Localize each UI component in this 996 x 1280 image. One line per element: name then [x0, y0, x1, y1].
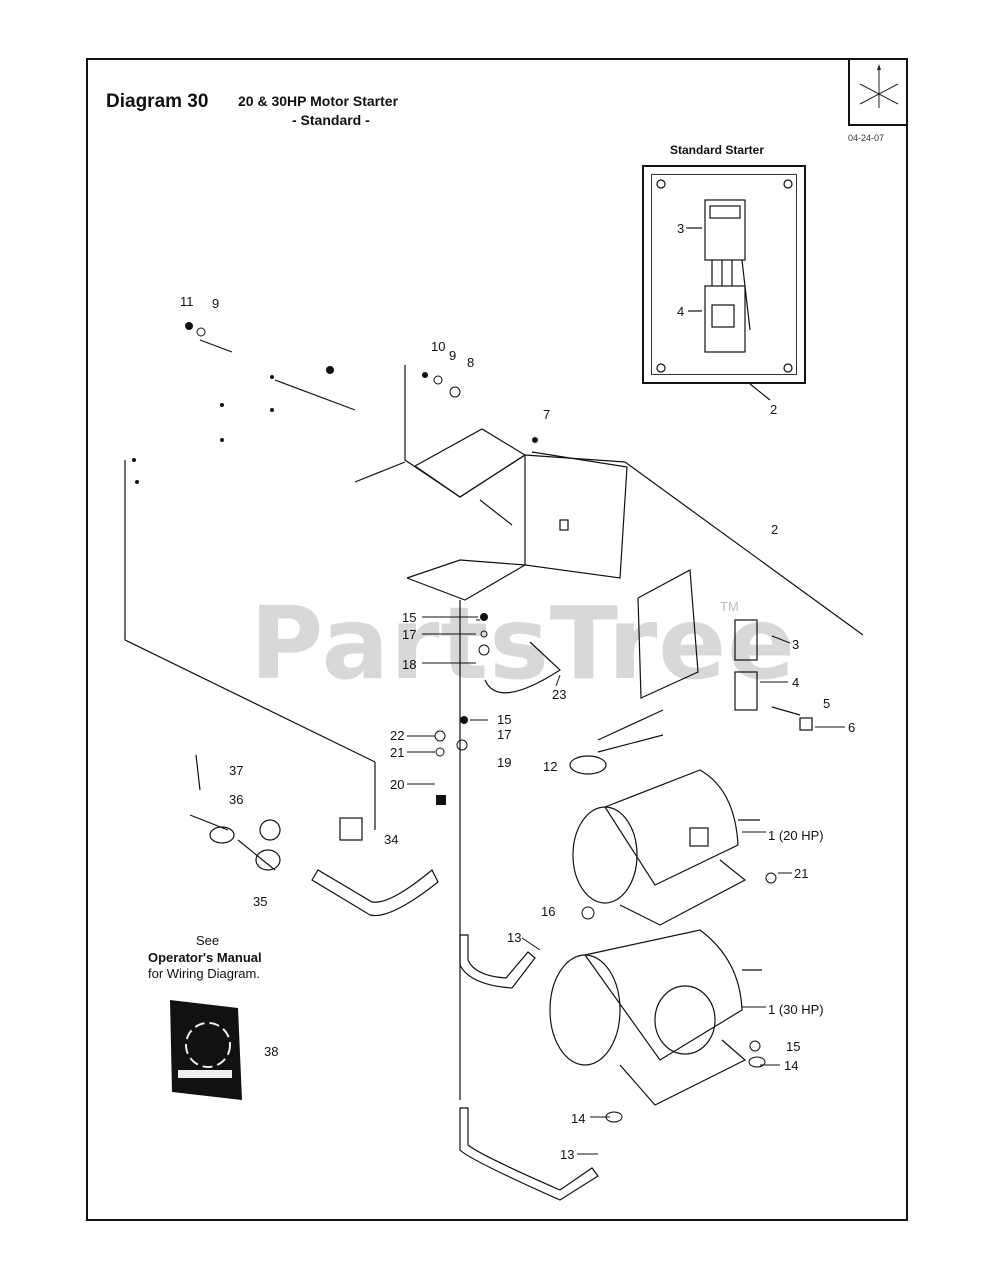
- manual-note-line3: for Wiring Diagram.: [148, 966, 260, 981]
- diagram-variant: - Standard -: [292, 112, 370, 128]
- callout: 15: [402, 610, 417, 625]
- callout: 10: [431, 339, 446, 354]
- callout: 18: [402, 657, 417, 672]
- callout: 21: [390, 745, 405, 760]
- callout: 17: [497, 727, 512, 742]
- diagram-title: Diagram 30: [106, 91, 209, 112]
- manual-note-line1: See: [196, 933, 220, 948]
- callout: 1 (30 HP): [768, 1002, 824, 1017]
- callout: 12: [543, 759, 558, 774]
- diagram-frame: [86, 58, 908, 1221]
- revision-date: 04-24-07: [848, 133, 885, 143]
- callout: 15: [497, 712, 512, 727]
- callout: 3: [792, 637, 800, 652]
- callout: 16: [541, 904, 556, 919]
- callout: 38: [264, 1044, 279, 1059]
- callout: 23: [552, 687, 567, 702]
- callout: 9: [212, 296, 220, 311]
- callout: 6: [848, 720, 856, 735]
- callout-inset-2: 2: [770, 402, 778, 417]
- callout: 34: [384, 832, 399, 847]
- callout: 13: [560, 1147, 575, 1162]
- callout: 36: [229, 792, 244, 807]
- callout: 35: [253, 894, 268, 909]
- operators-manual-icon: [170, 1000, 242, 1100]
- callout: 8: [467, 355, 475, 370]
- callout: 14: [784, 1058, 799, 1073]
- callout: 22: [390, 728, 405, 743]
- callout: 2: [771, 522, 779, 537]
- callout: 11: [180, 294, 194, 309]
- callout: 19: [497, 755, 512, 770]
- manual-note-line2: Operator's Manual: [148, 950, 262, 965]
- inset-title: Standard Starter: [670, 143, 765, 157]
- callout: 15: [786, 1039, 801, 1054]
- orientation-compass-icon: [848, 58, 908, 126]
- standard-starter-inset: [642, 165, 806, 384]
- diagram-subtitle: 20 & 30HP Motor Starter: [238, 93, 399, 109]
- watermark: PartsTree: [250, 585, 796, 702]
- callout: 20: [390, 777, 405, 792]
- callout: 7: [543, 407, 551, 422]
- callout: 5: [823, 696, 831, 711]
- callout: 14: [571, 1111, 586, 1126]
- callout: 37: [229, 763, 244, 778]
- callout: 9: [449, 348, 457, 363]
- callout: 17: [402, 627, 417, 642]
- callout: 4: [792, 675, 800, 690]
- callout-inset-3: 3: [677, 221, 685, 236]
- callout: 21: [794, 866, 809, 881]
- callout: 13: [507, 930, 522, 945]
- starter-backplate: [651, 174, 797, 375]
- callout: 1 (20 HP): [768, 828, 824, 843]
- callout-inset-4: 4: [677, 304, 685, 319]
- trademark-mark: TM: [720, 599, 739, 614]
